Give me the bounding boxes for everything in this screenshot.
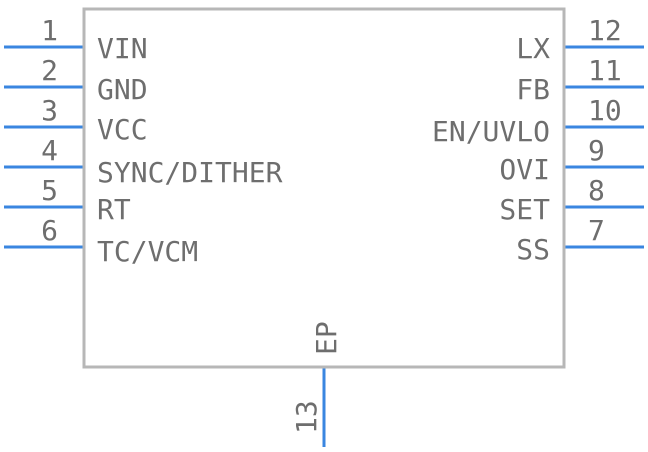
pin-9-name: OVI bbox=[499, 153, 550, 186]
right-pin-numbers: 12 11 10 9 8 7 bbox=[588, 14, 622, 247]
pin-7-name: SS bbox=[516, 233, 550, 266]
pin-1-number: 1 bbox=[41, 14, 58, 47]
pin-8-name: SET bbox=[499, 193, 550, 226]
pin-3-number: 3 bbox=[41, 94, 58, 127]
right-pin-names: LX FB EN/UVLO OVI SET SS bbox=[432, 32, 550, 266]
left-pin-names: VIN GND VCC SYNC/DITHER RT TC/VCM bbox=[97, 32, 283, 268]
pin-9-number: 9 bbox=[588, 134, 605, 167]
pin-10-name: EN/UVLO bbox=[432, 115, 550, 148]
pin-8-number: 8 bbox=[588, 174, 605, 207]
pin-6-name: TC/VCM bbox=[97, 235, 198, 268]
pin-1-name: VIN bbox=[97, 32, 148, 65]
bottom-pin-labels: EP 13 bbox=[290, 321, 343, 434]
pin-7-number: 7 bbox=[588, 214, 605, 247]
pin-12-number: 12 bbox=[588, 14, 622, 47]
pin-2-name: GND bbox=[97, 73, 148, 106]
pin-12-name: LX bbox=[516, 32, 550, 65]
right-pin-lines bbox=[564, 45, 644, 249]
pin-3-name: VCC bbox=[97, 113, 148, 146]
left-pin-numbers: 1 2 3 4 5 6 bbox=[41, 14, 58, 247]
pin-11-number: 11 bbox=[588, 54, 622, 87]
pin-5-name: RT bbox=[97, 193, 131, 226]
pin-13-name: EP bbox=[310, 321, 343, 355]
pin-4-name: SYNC/DITHER bbox=[97, 156, 283, 189]
pin-13-number: 13 bbox=[290, 400, 323, 434]
component-body bbox=[82, 7, 566, 369]
left-pin-lines bbox=[4, 45, 84, 249]
pin-2-number: 2 bbox=[41, 54, 58, 87]
pin-10-number: 10 bbox=[588, 94, 622, 127]
pin-11-name: FB bbox=[516, 73, 550, 106]
pin-6-number: 6 bbox=[41, 214, 58, 247]
pin-5-number: 5 bbox=[41, 174, 58, 207]
pin-4-number: 4 bbox=[41, 134, 58, 167]
